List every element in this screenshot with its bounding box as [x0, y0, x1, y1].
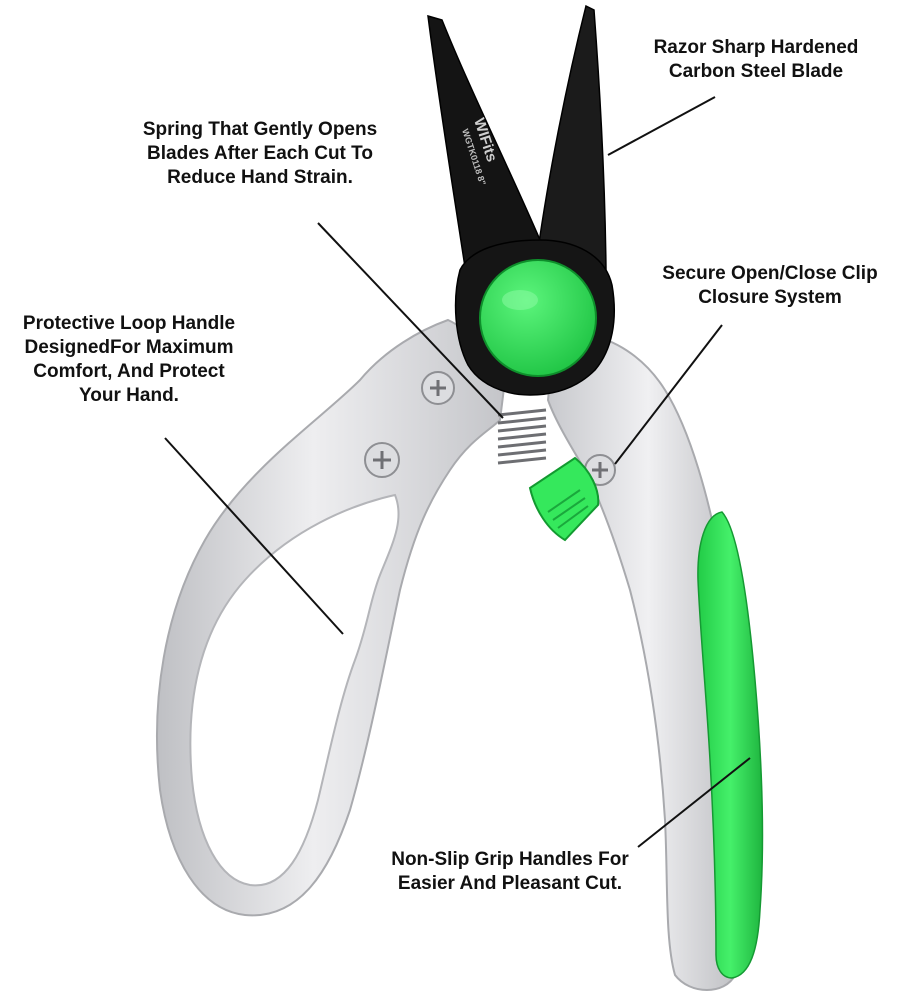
- callout-spring: Spring That Gently Opens Blades After Ea…: [142, 119, 378, 188]
- callout-blade: Razor Sharp Hardened Carbon Steel Blade: [653, 37, 859, 82]
- screw-icon-lower: [364, 442, 400, 478]
- spring-icon: [497, 408, 547, 465]
- loop-handle: [156, 318, 507, 917]
- callout-lines: [164, 96, 751, 848]
- callout-grip: Non-Slip Grip Handles For Easier And Ple…: [391, 849, 629, 894]
- screw-icon-upper: [421, 371, 455, 405]
- lock-clip-icon: [528, 456, 600, 542]
- pivot-knob-icon: [479, 259, 597, 377]
- callout-loop: Protective Loop Handle DesignedFor Maxim…: [22, 313, 236, 406]
- callout-clip: Secure Open/Close Clip Closure System: [662, 263, 878, 308]
- grip-strip-icon: [697, 511, 764, 979]
